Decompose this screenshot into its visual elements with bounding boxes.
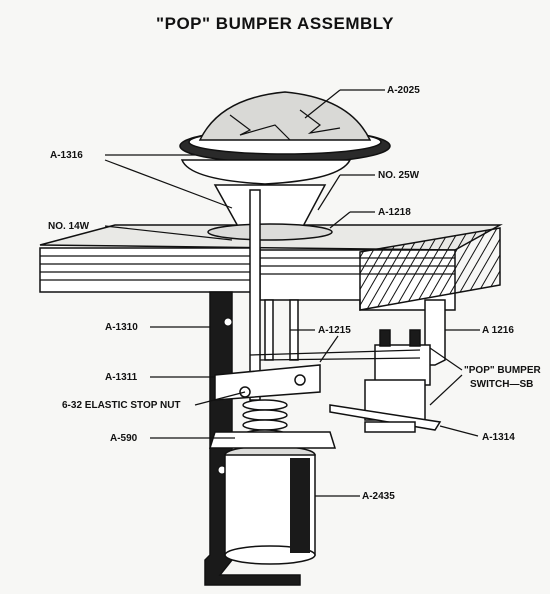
switch-assembly [249,299,446,433]
label-switch-sb: SWITCH—SB [470,379,533,390]
label-no25w: NO. 25W [378,170,420,181]
label-stop-nut: 6-32 ELASTIC STOP NUT [62,400,181,411]
label-a1216: A 1216 [482,325,514,336]
label-a1314: A-1314 [482,432,515,443]
spring-a590 [208,399,337,449]
label-a590: A-590 [110,433,138,444]
label-a2435: A-2435 [362,491,395,502]
label-a1310: A-1310 [105,322,138,333]
label-pop-bumper: "POP" BUMPER [464,365,541,376]
yoke-a1311 [214,364,321,401]
part-labels: A-2025 A-1316 NO. 25W A-1218 NO. 14W A-1… [48,85,541,502]
label-a1218: A-1218 [378,207,411,218]
bumper-cap [179,91,391,164]
coil-a2435 [224,445,316,565]
label-a1316: A-1316 [50,150,83,161]
bumper-skirt [180,159,352,241]
diagram-title: "POP" BUMPER ASSEMBLY [156,14,394,33]
label-no14w: NO. 14W [48,221,90,232]
leader-lines [104,89,480,497]
label-a1311: A-1311 [105,372,138,383]
label-a1215: A-1215 [318,325,351,336]
label-a2025: A-2025 [387,85,420,96]
